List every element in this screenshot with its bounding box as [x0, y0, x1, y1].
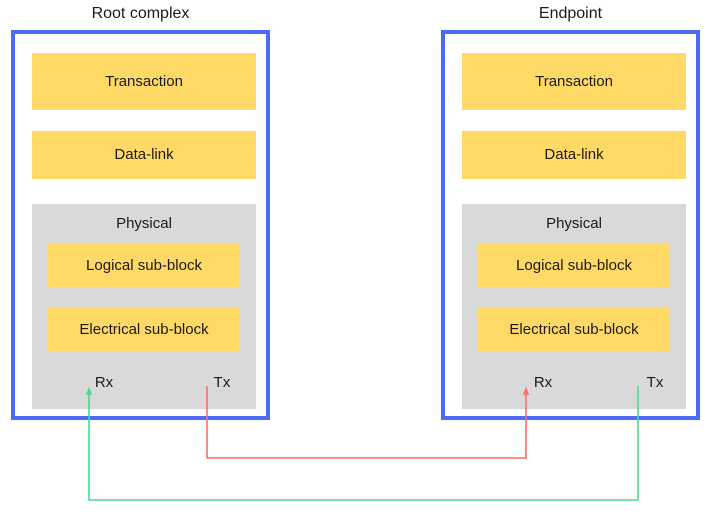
port-label-rx-root-complex: Rx — [94, 374, 114, 391]
sub-block-electrical-root-complex: Electrical sub-block — [48, 308, 240, 352]
sub-block-logical-root-complex: Logical sub-block — [48, 243, 240, 288]
port-label-tx-endpoint: Tx — [646, 374, 664, 391]
layer-physical-endpoint: Physical Logical sub-block Electrical su… — [462, 204, 686, 409]
layer-data-link-root-complex: Data-link — [32, 131, 256, 179]
layer-physical-root-complex: Physical Logical sub-block Electrical su… — [32, 204, 256, 409]
physical-title-root-complex: Physical — [116, 215, 172, 232]
device-title-endpoint: Endpoint — [538, 5, 603, 22]
device-title-root-complex: Root complex — [91, 5, 190, 22]
sub-block-electrical-endpoint: Electrical sub-block — [478, 308, 670, 352]
device-frame-root-complex: Transaction Data-link Physical Logical s… — [11, 30, 270, 420]
port-label-tx-root-complex: Tx — [213, 374, 231, 391]
layer-transaction-endpoint: Transaction — [462, 53, 686, 110]
layer-data-link-endpoint: Data-link — [462, 131, 686, 179]
device-frame-endpoint: Transaction Data-link Physical Logical s… — [441, 30, 700, 420]
port-label-rx-endpoint: Rx — [533, 374, 553, 391]
layer-transaction-root-complex: Transaction — [32, 53, 256, 110]
physical-title-endpoint: Physical — [546, 215, 602, 232]
sub-block-logical-endpoint: Logical sub-block — [478, 243, 670, 288]
